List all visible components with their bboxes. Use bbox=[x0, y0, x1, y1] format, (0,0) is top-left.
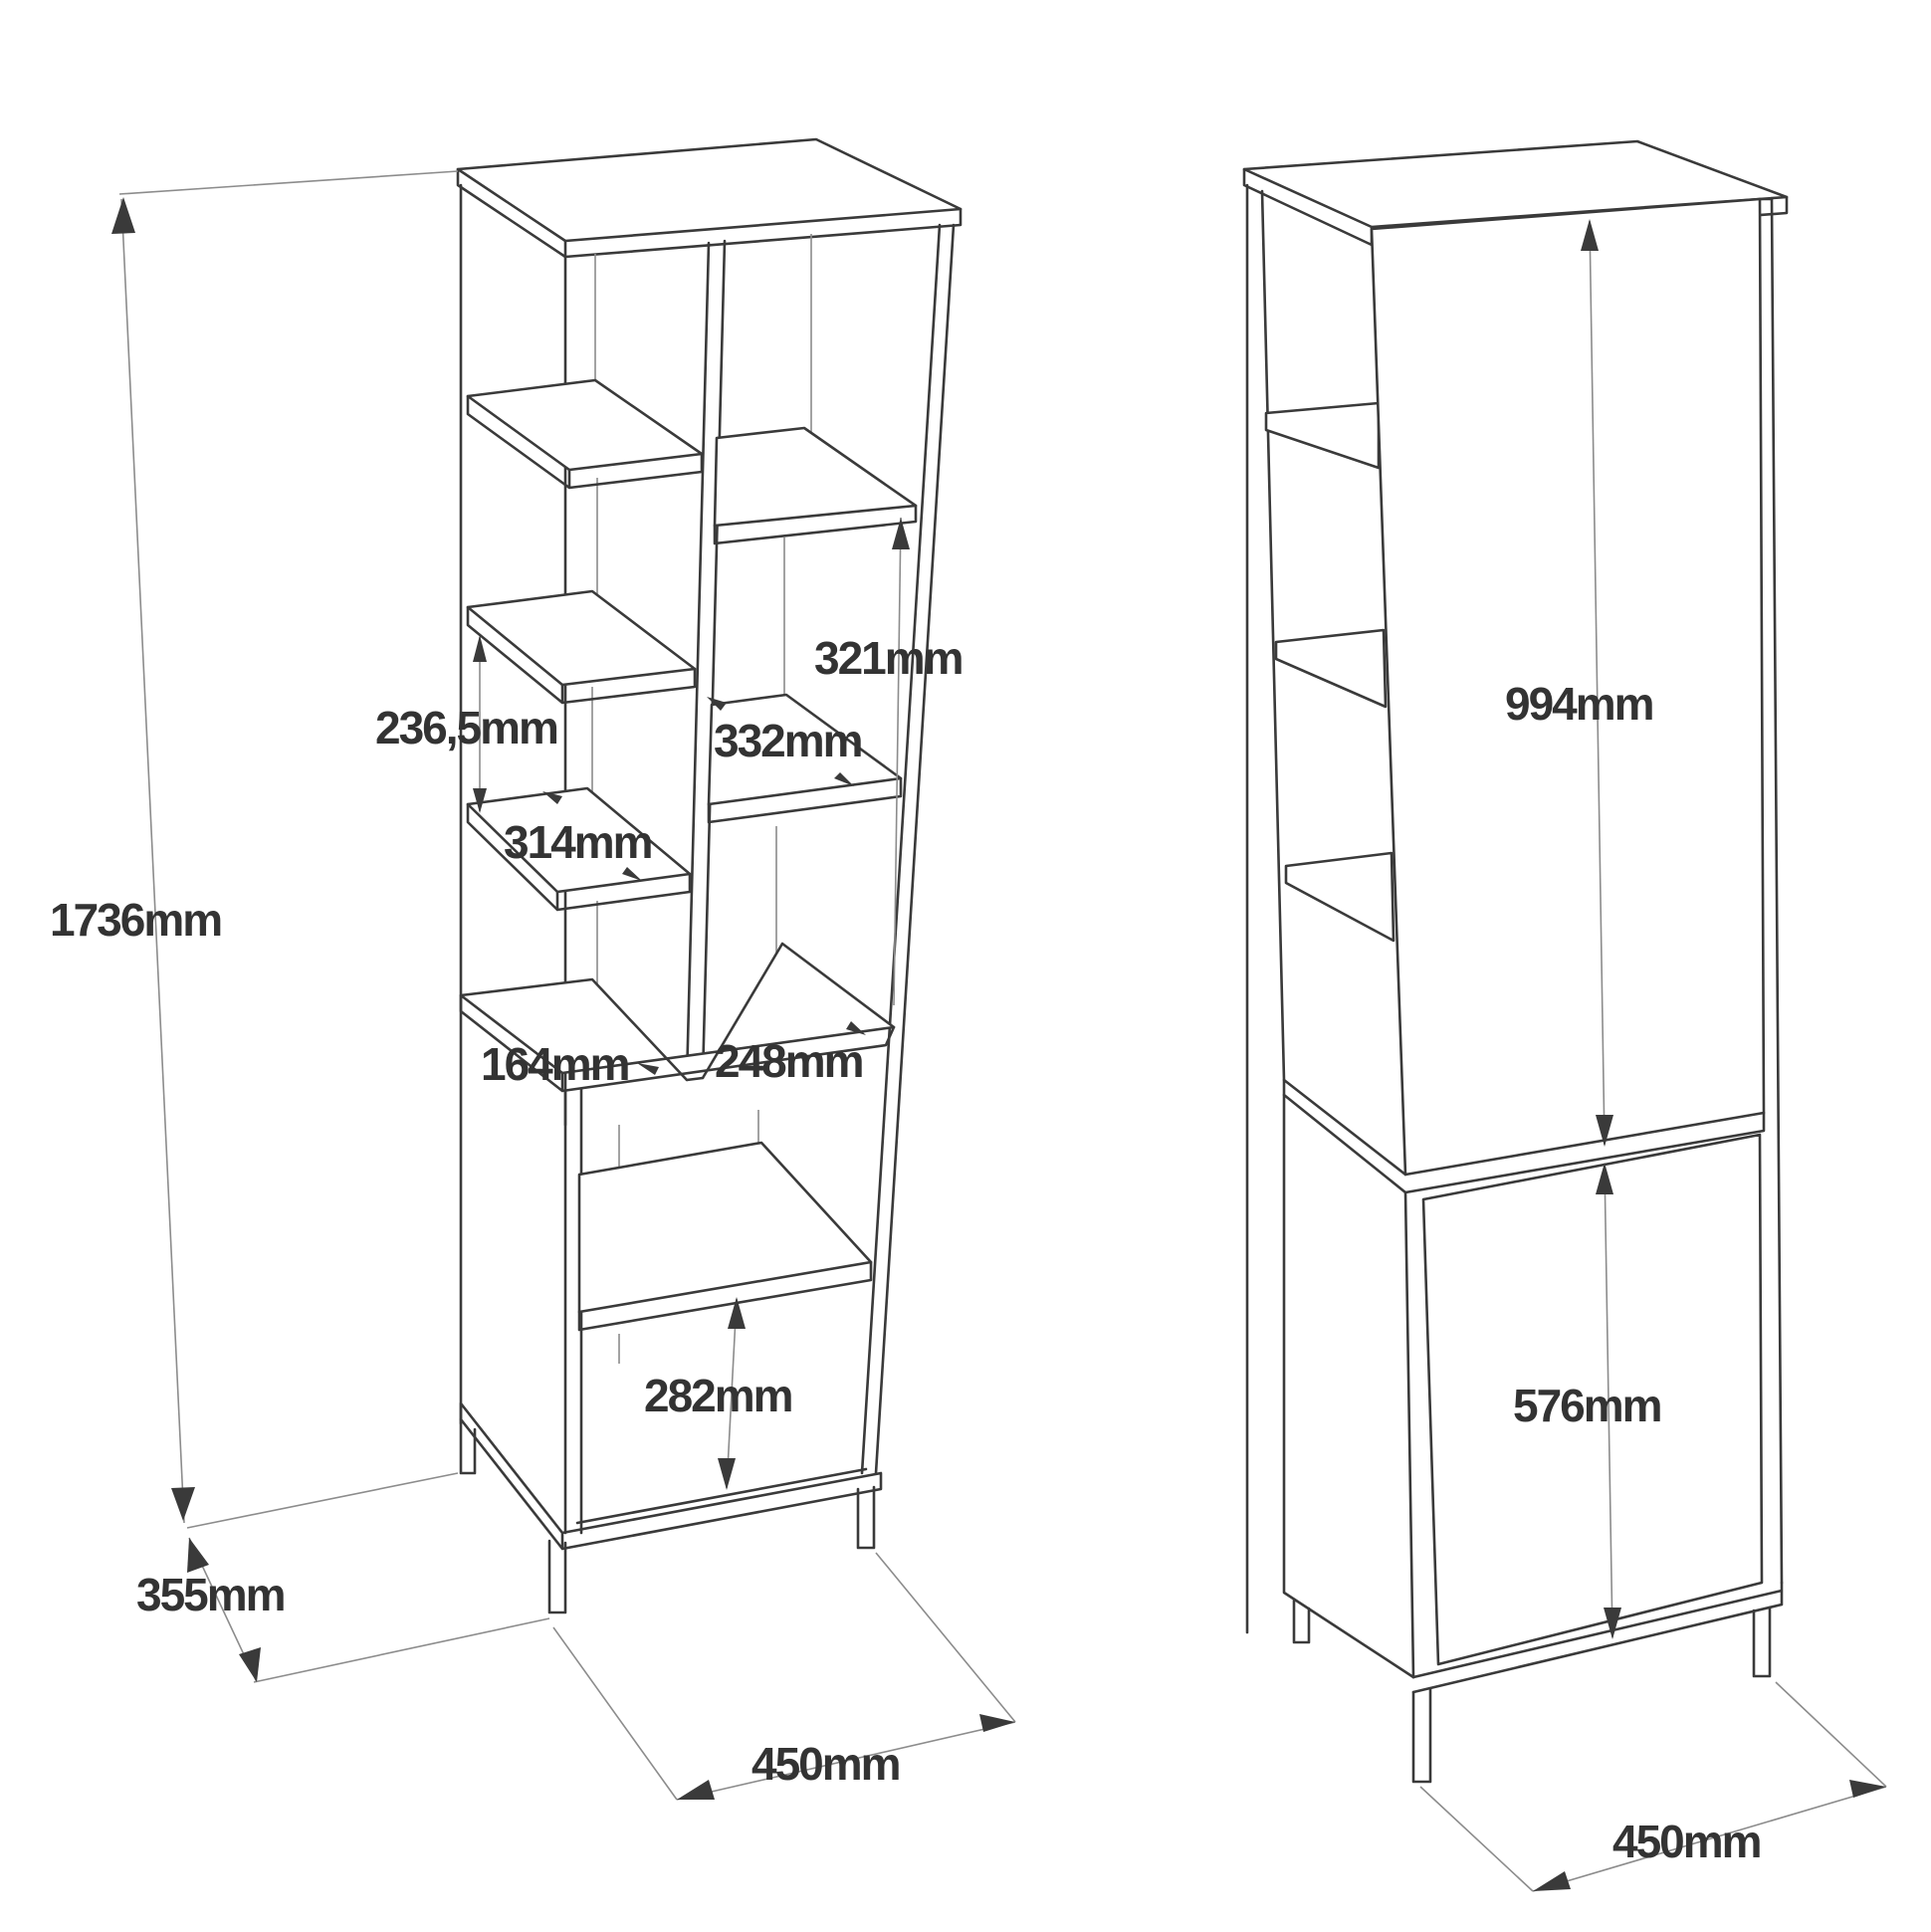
middle-shelf bbox=[459, 942, 896, 1082]
dimension-labels: 1736mm 355mm 450mm 321mm 236,5mm 332mm 3… bbox=[50, 632, 1763, 1867]
leg-front-right bbox=[856, 1485, 876, 1550]
label-shelf-height-left: 236,5mm bbox=[375, 702, 557, 753]
shelf-1-right bbox=[713, 426, 918, 528]
label-depth: 355mm bbox=[136, 1569, 285, 1620]
right-cabinet bbox=[1242, 139, 1789, 1784]
label-upper-door-height: 994mm bbox=[1505, 678, 1653, 730]
label-total-height: 1736mm bbox=[50, 894, 221, 946]
leg-back-left bbox=[459, 1417, 477, 1475]
bottom-board bbox=[459, 1401, 883, 1551]
label-shelf-depth-left: 314mm bbox=[504, 816, 652, 868]
right-shelf-1 bbox=[1264, 401, 1381, 470]
shelf-2-left bbox=[466, 589, 697, 687]
left-side-panel-front bbox=[860, 223, 956, 1475]
label-shelf-depth-right: 332mm bbox=[714, 715, 862, 766]
right-leg-back bbox=[1292, 1599, 1311, 1644]
shelf-1-left bbox=[466, 378, 704, 472]
label-right-width: 450mm bbox=[1612, 1816, 1761, 1867]
lower-door bbox=[1421, 1133, 1764, 1666]
label-lower-door-height: 576mm bbox=[1513, 1380, 1661, 1431]
label-left-width: 450mm bbox=[751, 1738, 900, 1790]
right-dimensions bbox=[1419, 219, 1887, 1892]
left-top-board bbox=[456, 137, 963, 243]
right-shelf-2 bbox=[1274, 628, 1388, 709]
right-leg-front-left bbox=[1411, 1687, 1432, 1784]
left-dimensions bbox=[111, 170, 1016, 1801]
label-shelf-height-right: 321mm bbox=[814, 632, 963, 684]
right-leg-front-right bbox=[1752, 1606, 1772, 1678]
label-compartment-right: 248mm bbox=[715, 1035, 863, 1087]
label-lower-open-height: 282mm bbox=[644, 1370, 792, 1421]
central-divider bbox=[685, 239, 727, 1082]
right-shelf-3 bbox=[1284, 851, 1395, 943]
left-cabinet bbox=[456, 137, 963, 1614]
leg-front-left bbox=[547, 1539, 567, 1614]
label-compartment-left: 164mm bbox=[481, 1038, 629, 1090]
